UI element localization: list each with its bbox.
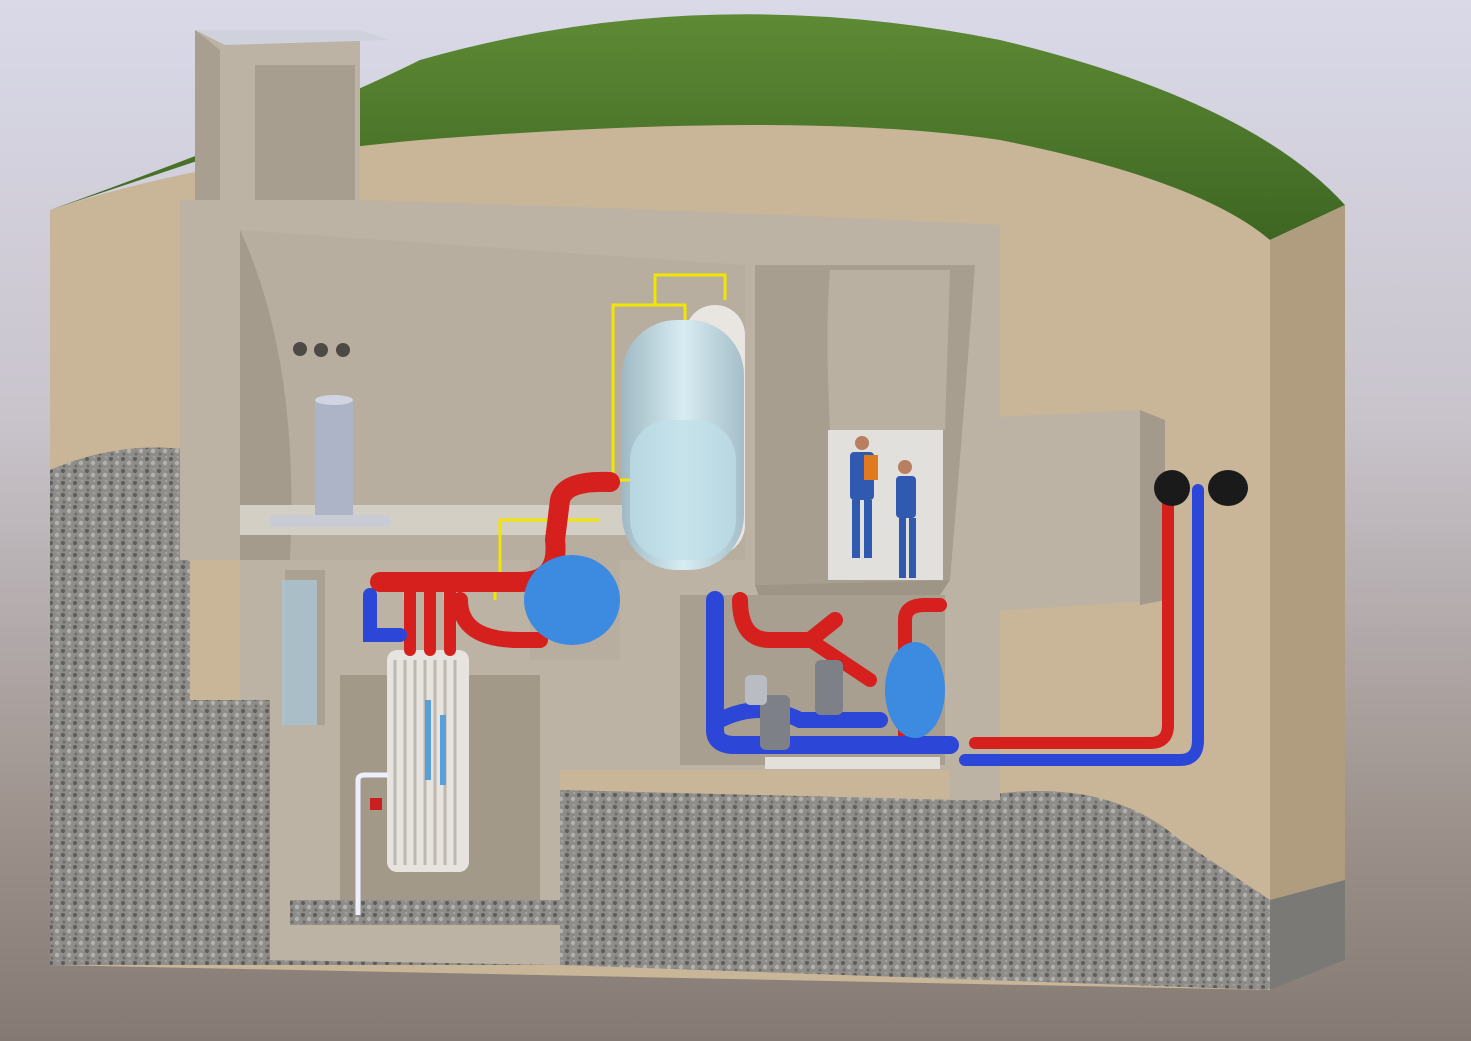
instrument-pipe xyxy=(355,772,388,915)
gravel-right xyxy=(560,790,1270,990)
pipe-penetration xyxy=(1208,470,1248,506)
secondary-pumps xyxy=(745,660,843,750)
worker-figure xyxy=(896,460,916,578)
vent-hole xyxy=(336,343,350,357)
fuel-pool xyxy=(282,580,317,725)
gravel-side xyxy=(1270,880,1345,990)
valve xyxy=(370,798,382,810)
refueling-column xyxy=(270,395,390,527)
gravel-left xyxy=(50,447,190,965)
main-circulation-pump xyxy=(524,555,620,645)
vent-hole xyxy=(314,343,328,357)
pipe-penetration xyxy=(1154,470,1190,506)
soil-side xyxy=(1270,205,1345,990)
steam-generator-tank xyxy=(622,305,745,570)
vent-hole xyxy=(293,342,307,356)
reactor-vessel xyxy=(387,650,469,872)
heat-exchanger xyxy=(885,642,945,738)
pump-skid xyxy=(765,757,940,769)
worker-figure xyxy=(850,436,878,558)
